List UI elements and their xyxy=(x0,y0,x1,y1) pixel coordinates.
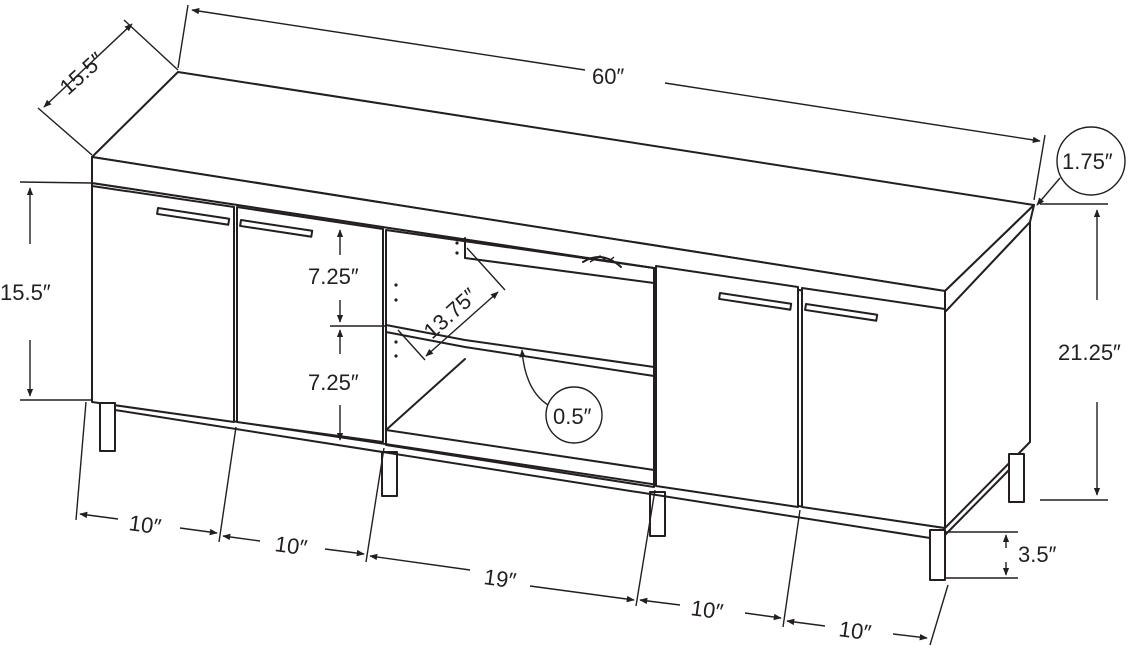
label-upper-shelf-height: 7.25″ xyxy=(308,264,359,289)
handle-3 xyxy=(718,292,793,311)
callout-circle-shelf-thickness xyxy=(545,386,603,444)
label-cabinet-height: 15.5″ xyxy=(0,280,51,305)
leg-front-right xyxy=(929,529,946,581)
label-overall-width: 60″ xyxy=(592,64,624,89)
leg-front-left xyxy=(99,402,116,452)
leg-front-mid-left xyxy=(381,451,398,497)
label-overall-height: 21.25″ xyxy=(1058,340,1121,365)
bottom-shelf xyxy=(385,429,655,471)
legs xyxy=(99,402,1025,581)
label-door-width-1: 10″ xyxy=(127,510,163,539)
handle-4 xyxy=(804,303,879,322)
callout-circle-top-thickness xyxy=(1056,126,1126,196)
label-shelf-thickness: 0.5″ xyxy=(553,404,592,429)
leg-front-mid-right xyxy=(649,491,666,537)
compartment-opening xyxy=(385,229,655,488)
label-top-thickness: 1.75″ xyxy=(1062,149,1113,174)
door-4 xyxy=(801,287,946,529)
handle-2 xyxy=(239,219,314,238)
tv-stand-body xyxy=(91,71,1035,581)
door-3 xyxy=(655,265,799,508)
label-leg-height: 3.5″ xyxy=(1018,542,1057,567)
door-handles xyxy=(156,207,879,322)
handle-1 xyxy=(156,207,231,226)
label-door-width-2: 10″ xyxy=(273,531,309,560)
label-open-shelf-width: 19″ xyxy=(482,564,518,593)
label-door-width-4: 10″ xyxy=(837,616,873,645)
label-depth: 15.5″ xyxy=(55,47,109,100)
door-2 xyxy=(236,206,384,443)
door-1 xyxy=(91,185,235,423)
dimension-lines xyxy=(19,4,1126,646)
leg-back-right xyxy=(1008,453,1025,503)
shelf-peg-holes xyxy=(394,241,459,358)
label-door-width-3: 10″ xyxy=(689,595,725,624)
label-lower-shelf-height: 7.25″ xyxy=(308,370,359,395)
tabletop-side-edge xyxy=(944,204,1035,313)
